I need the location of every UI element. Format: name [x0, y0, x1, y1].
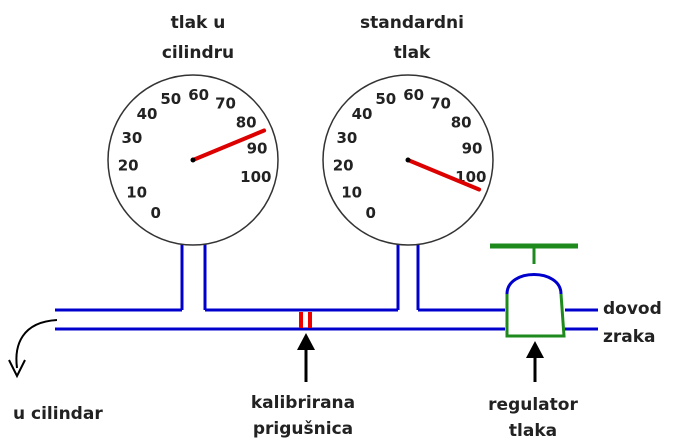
gauge2-stem — [396, 240, 420, 310]
gauge-tick-label: 100 — [240, 168, 271, 186]
supply-label-line1: dovod — [603, 299, 662, 319]
gauge-needle-hub — [190, 157, 196, 163]
to-cylinder-arrowhead — [8, 359, 26, 379]
gauge1-title-line1: tlak u — [171, 13, 226, 33]
gauge1-stem — [180, 240, 207, 310]
manifold-pipe — [55, 308, 505, 331]
gauge-tick-label: 50 — [160, 90, 181, 108]
gauge-tick-label: 30 — [121, 129, 142, 147]
gauge-tick-label: 30 — [336, 129, 357, 147]
to-cylinder-label: u cilindar — [13, 404, 103, 424]
supply-pipe — [565, 308, 598, 331]
supply-label-line2: zraka — [603, 327, 656, 347]
regulator-label-line2: tlaka — [509, 421, 557, 441]
gauge-needle — [191, 128, 267, 162]
gauge-tick-label: 90 — [247, 140, 268, 158]
orifice-label-line1: kalibrirana — [251, 393, 355, 413]
gauge-tick-label: 20 — [118, 157, 139, 175]
gauge-tick-label: 20 — [333, 157, 354, 175]
gauge-tick-label: 70 — [430, 95, 451, 113]
gauge-tick-label: 60 — [403, 86, 424, 104]
gauge-tick-label: 40 — [352, 105, 373, 123]
pressure-regulator — [490, 243, 578, 338]
to-cylinder-curve — [15, 319, 58, 369]
orifice-arrow — [297, 333, 315, 382]
gauge-tick-label: 80 — [451, 114, 472, 132]
gauge-tick-label: 0 — [365, 204, 375, 222]
gauge-tick-label: 90 — [462, 140, 483, 158]
gauge-needle — [406, 158, 482, 192]
gauge-tick-label: 70 — [215, 95, 236, 113]
gauge-tick-label: 10 — [126, 184, 147, 202]
regulator-body — [505, 293, 566, 338]
gauge2-title-line1: standardni — [360, 13, 464, 33]
gauge-tick-label: 50 — [375, 90, 396, 108]
gauge-needle-hub — [405, 157, 411, 163]
gauge2-title-line2: tlak — [394, 43, 431, 63]
gauge-tick-label: 0 — [150, 204, 160, 222]
regulator-arrow — [526, 341, 544, 382]
regulator-label-line1: regulator — [488, 395, 578, 415]
gauge-tick-label: 40 — [137, 105, 158, 123]
orifice-label-line2: prigušnica — [253, 419, 353, 439]
gauge-tick-label: 80 — [236, 114, 257, 132]
gauge-tick-label: 60 — [188, 86, 209, 104]
regulator-dome — [505, 273, 563, 295]
gauge-tick-label: 10 — [341, 184, 362, 202]
gauge1-title-line2: cilindru — [162, 43, 234, 63]
calibrated-orifice — [299, 312, 312, 328]
